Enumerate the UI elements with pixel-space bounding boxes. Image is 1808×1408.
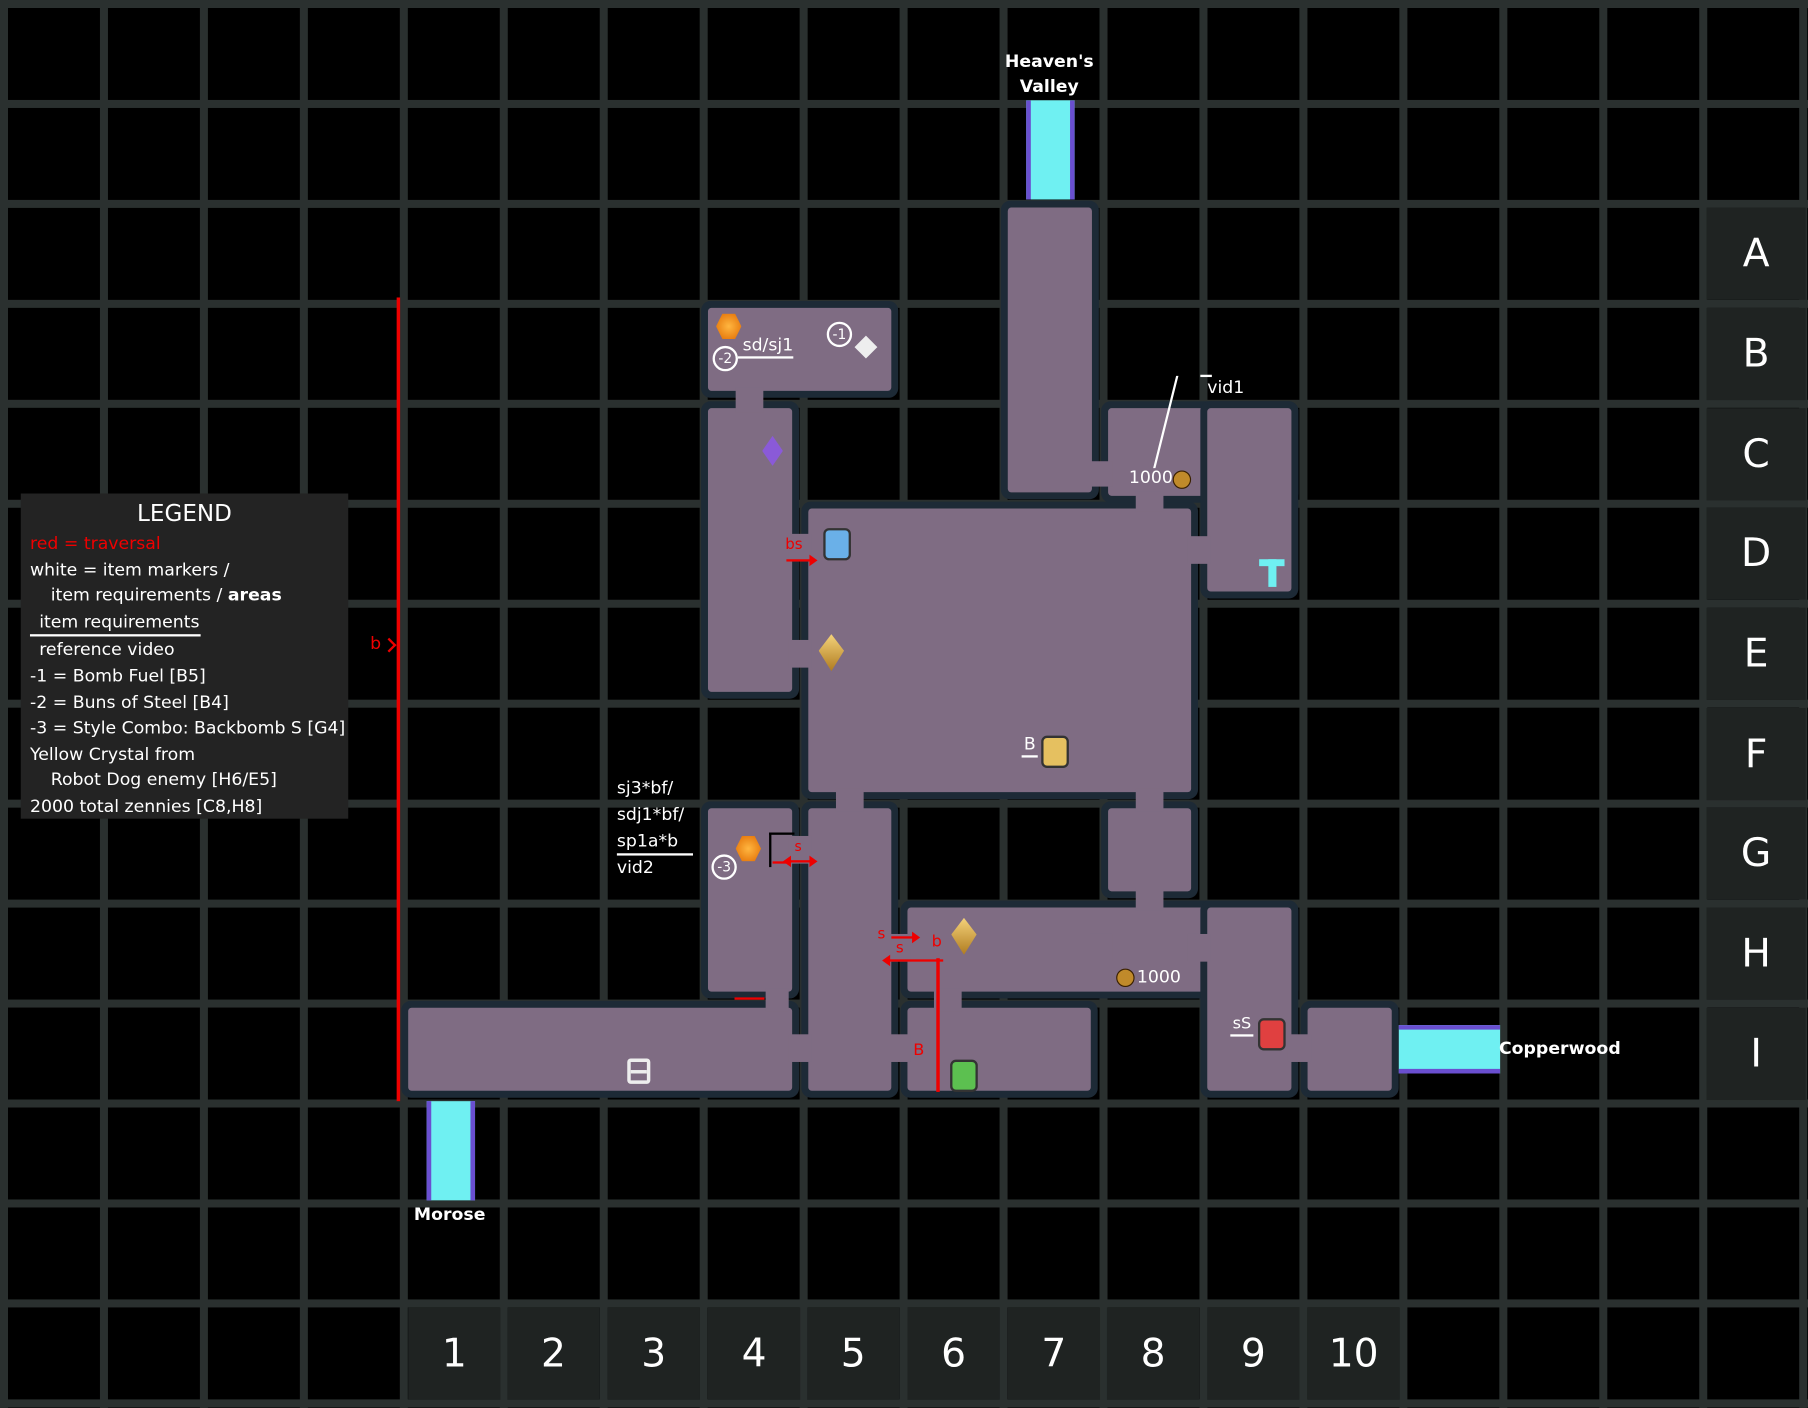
room-a7-c7: [1007, 207, 1092, 493]
zenny-coin-icon: [1116, 968, 1135, 988]
legend-title: LEGEND: [137, 499, 232, 527]
label-b-f: B: [1023, 733, 1036, 755]
room-i10: [1307, 1007, 1392, 1091]
row-label-b: B: [1706, 307, 1806, 401]
legend-line: item requirements /: [50, 584, 228, 606]
traversal-s-h6a: s: [877, 925, 886, 944]
arrow-left-icon: [882, 954, 944, 967]
t-item-icon: [1259, 559, 1285, 587]
marker-minus-3: -3: [711, 854, 737, 880]
row-label-i: I: [1706, 1007, 1806, 1101]
row-label-e: E: [1706, 607, 1806, 700]
traversal-s-h6b: s: [895, 939, 904, 958]
traversal-line-left: [396, 297, 401, 1102]
legend: LEGEND red = traversal white = item mark…: [20, 493, 349, 819]
legend-line: Yellow Crystal from: [29, 743, 196, 765]
legend-line-areas: areas: [227, 584, 282, 606]
traversal-bs: bs: [785, 536, 803, 554]
col-label-6: 6: [907, 1307, 1000, 1400]
transition-copperwood[interactable]: [1398, 1025, 1501, 1074]
traversal-b-left: b: [370, 633, 382, 654]
row-label-f: F: [1706, 707, 1806, 801]
marker-minus-2: -2: [712, 345, 738, 372]
legend-line: -3 = Style Combo: Backbomb S [G4]: [29, 717, 346, 739]
zennies-h8: 1000: [1136, 966, 1181, 988]
legend-line: white = item markers /: [29, 558, 230, 580]
marker-minus-1: -1: [826, 321, 853, 348]
row-label-h: H: [1706, 907, 1806, 1000]
requirement-b4: sd/sj1: [742, 334, 794, 356]
col-label-10: 10: [1307, 1307, 1400, 1400]
arrow-right-icon: [891, 931, 921, 944]
bomb-fuel-icon: [716, 313, 742, 339]
transition-morose[interactable]: [426, 1101, 476, 1201]
col-label-2: 2: [507, 1307, 600, 1400]
legend-line: -2 = Buns of Steel [B4]: [29, 691, 229, 713]
traversal-s-g4: s: [794, 838, 802, 855]
col-label-8: 8: [1106, 1307, 1200, 1400]
style-combo-icon: [735, 835, 762, 862]
robot-dog-enemy-icon: [1041, 735, 1069, 768]
legend-line: 2000 total zennies [C8,H8]: [29, 795, 263, 817]
legend-line: -1 = Bomb Fuel [B5]: [29, 665, 206, 687]
room-i6-i7: [907, 1007, 1091, 1091]
col-label-7: 7: [1007, 1307, 1101, 1400]
col-label-3: 3: [607, 1307, 700, 1400]
col-label-5: 5: [807, 1307, 900, 1400]
transition-heavens-valley[interactable]: [1026, 100, 1075, 200]
area-label-morose: Morose: [413, 1203, 486, 1225]
room-g8: [1108, 808, 1192, 892]
purple-crystal-icon: [762, 435, 783, 466]
legend-line: red = traversal: [29, 532, 161, 554]
double-arrow-icon: [782, 855, 818, 868]
room-d5-f8: [808, 508, 1192, 793]
row-label-a: A: [1706, 207, 1806, 300]
col-label-9: 9: [1207, 1307, 1300, 1400]
room-i1-i4: [408, 1007, 793, 1091]
video-ref-vid1: vid1: [1207, 377, 1245, 398]
legend-line: item requirements: [39, 610, 200, 632]
arrow-right-icon: [786, 554, 818, 567]
traversal-B-i6: B: [913, 1041, 925, 1060]
area-label-heavens-valley: Heaven's Valley: [1004, 50, 1094, 97]
room-h9-i9: [1207, 907, 1292, 1091]
robot-enemy-icon: [950, 1059, 978, 1092]
row-label-g: G: [1706, 807, 1806, 900]
zenny-coin-icon: [1172, 470, 1192, 489]
room-g5-i5: [808, 808, 892, 1091]
legend-line: reference video: [29, 634, 201, 663]
chevron-right-icon: [381, 637, 397, 653]
traversal-b-h6: b: [931, 932, 942, 952]
col-label-1: 1: [408, 1307, 501, 1400]
col-label-4: 4: [707, 1307, 801, 1400]
label-sS: sS: [1232, 1014, 1252, 1034]
legend-line: Robot Dog enemy [H6/E5]: [50, 769, 277, 791]
row-label-d: D: [1706, 507, 1806, 600]
robot-enemy-icon: [1257, 1018, 1286, 1051]
s-item-icon: [627, 1058, 651, 1084]
robot-enemy-icon: [823, 528, 851, 561]
row-label-c: C: [1706, 408, 1806, 501]
traversal-line-h6: [936, 958, 940, 1092]
area-label-copperwood: Copperwood: [1498, 1037, 1621, 1059]
zennies-c8: 1000: [1128, 466, 1173, 488]
